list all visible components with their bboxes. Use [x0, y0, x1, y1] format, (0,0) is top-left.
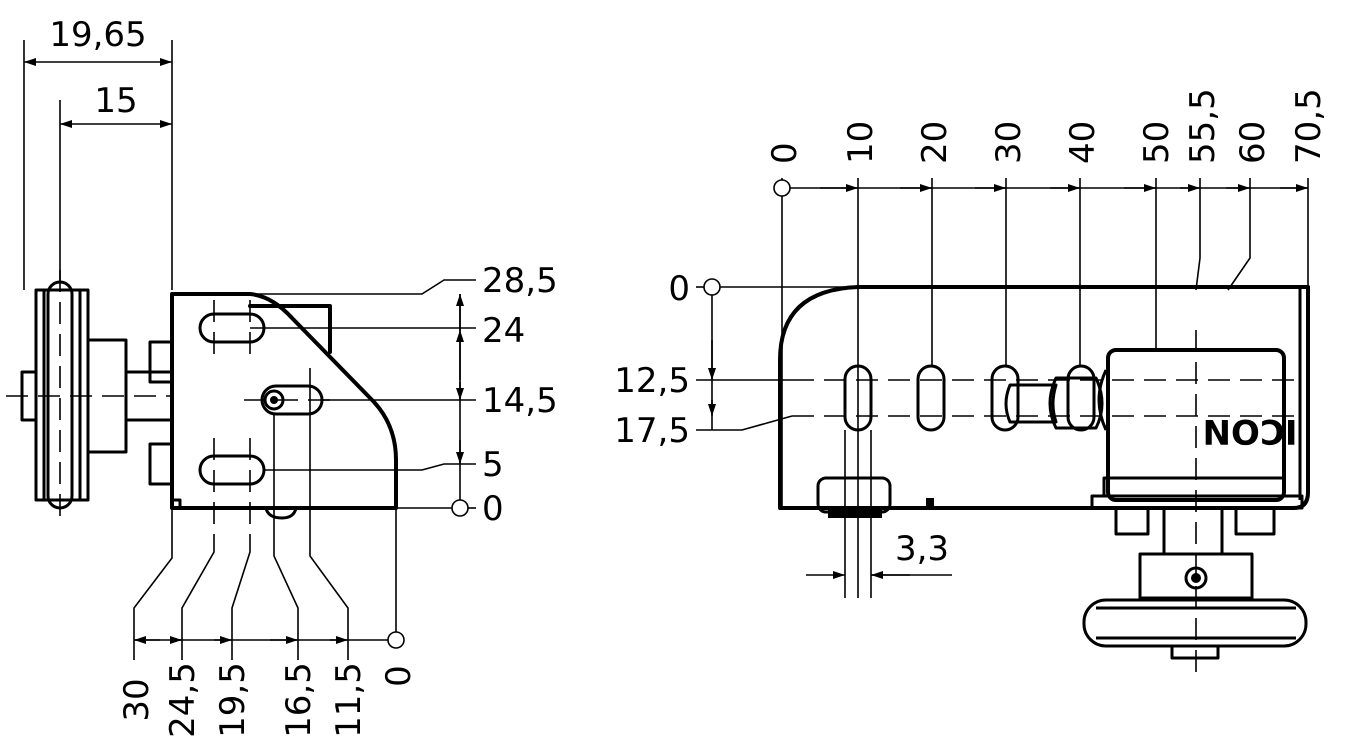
front-dim-t-70-5: 70,5: [1289, 88, 1329, 164]
side-dim-19-65: 19,65: [49, 15, 146, 55]
side-dim-5: 5: [482, 445, 504, 485]
side-dim-15: 15: [94, 81, 137, 121]
front-brand-text: ICON: [1203, 411, 1298, 451]
front-dim-3-3: 3,3: [895, 529, 949, 569]
front-dim-l-17-5: 17,5: [614, 411, 690, 451]
front-slot-2: [916, 364, 946, 432]
front-dim-l-0: 0: [668, 269, 690, 309]
side-wheel: [20, 280, 174, 510]
front-dim-t-40: 40: [1063, 121, 1103, 164]
front-dim-t-0: 0: [765, 142, 805, 164]
front-slot-4: [1066, 364, 1096, 432]
front-slot-3: [990, 364, 1020, 432]
side-dim-14-5: 14,5: [482, 381, 558, 421]
front-dim-t-30: 30: [989, 121, 1029, 164]
front-dim-t-20: 20: [915, 121, 955, 164]
front-dim-t-50: 50: [1137, 121, 1177, 164]
side-dim-b-16-5: 16,5: [279, 662, 319, 738]
side-dim-24: 24: [482, 311, 525, 351]
side-dim-b-24-5: 24,5: [163, 662, 203, 738]
side-dim-b-19-5: 19,5: [213, 662, 253, 738]
side-dim-28-5: 28,5: [482, 261, 558, 301]
side-dim-b-11-5: 11,5: [329, 662, 369, 738]
front-dim-t-60: 60: [1233, 121, 1273, 164]
front-dim-t-10: 10: [841, 121, 881, 164]
side-dim-b-30: 30: [117, 678, 157, 721]
front-housing: [778, 285, 1310, 510]
front-view: ICON 0 10 2: [614, 88, 1329, 676]
front-dim-l-12-5: 12,5: [614, 361, 690, 401]
side-view: 19,65 15 28,5 24 14,5 5 0 30 24: [6, 15, 558, 738]
front-dim-t-55-5: 55,5: [1183, 88, 1223, 164]
side-dim-0: 0: [482, 489, 504, 529]
side-dim-b-0: 0: [379, 665, 419, 687]
